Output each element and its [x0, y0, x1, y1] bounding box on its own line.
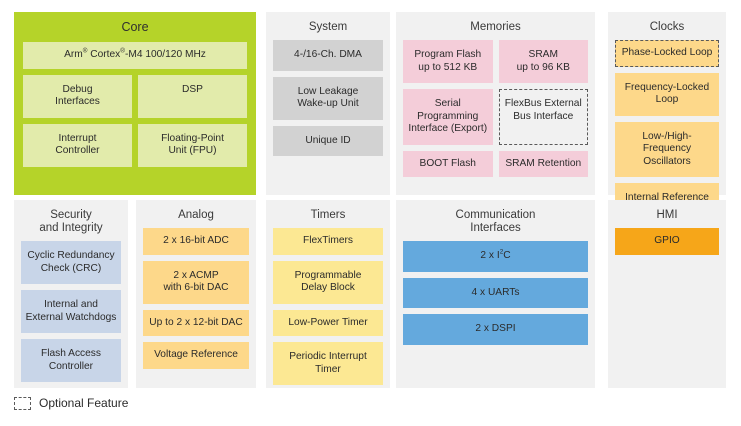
panel-communication-blocks: 2 x I2C 4 x UARTs 2 x DSPI [396, 241, 595, 345]
system-row-1: 4-/16-Ch. DMA [273, 40, 383, 71]
block-periodic-interrupt-timer[interactable]: Periodic Interrupt Timer [273, 342, 383, 385]
panel-security-blocks: Cyclic Redundancy Check (CRC) Internal a… [14, 241, 128, 382]
timers-row-2: Programmable Delay Block [273, 260, 383, 304]
panel-memories-blocks: Program Flash up to 512 KB SRAM up to 96… [396, 40, 595, 177]
panel-security-and-integrity[interactable]: Security and Integrity Cyclic Redundancy… [14, 200, 128, 388]
panel-hmi-blocks: GPIO [608, 228, 726, 255]
memories-row-3: BOOT Flash SRAM Retention [403, 150, 588, 177]
panel-system-title: System [308, 21, 348, 33]
panel-analog-blocks: 2 x 16-bit ADC 2 x ACMP with 6-bit DAC U… [136, 228, 256, 369]
block-gpio[interactable]: GPIO [615, 228, 719, 255]
memories-row-1: Program Flash up to 512 KB SRAM up to 96… [403, 40, 588, 83]
optional-feature-swatch-icon [14, 396, 31, 410]
panel-hmi-title: HMI [656, 209, 678, 221]
panel-memories-title: Memories [470, 21, 521, 33]
block-flextimers[interactable]: FlexTimers [273, 228, 383, 255]
block-unique-id[interactable]: Unique ID [273, 125, 383, 156]
panel-system-blocks: 4-/16-Ch. DMA Low Leakage Wake-up Unit U… [266, 40, 390, 156]
block-low-high-frequency-oscillators[interactable]: Low-/High- Frequency Oscillators [615, 121, 719, 177]
block-debug-interfaces[interactable]: Debug Interfaces [23, 74, 132, 118]
communication-row-3: 2 x DSPI [403, 314, 588, 345]
clocks-row-3: Low-/High- Frequency Oscillators [615, 121, 719, 177]
block-frequency-locked-loop[interactable]: Frequency-Locked Loop [615, 72, 719, 116]
block-dma[interactable]: 4-/16-Ch. DMA [273, 40, 383, 71]
panel-timers-title: Timers [310, 209, 346, 221]
block-floating-point-unit[interactable]: Floating-Point Unit (FPU) [138, 123, 247, 167]
panel-communication-interfaces[interactable]: Communication Interfaces 2 x I2C 4 x UAR… [396, 200, 595, 388]
block-internal-external-watchdogs[interactable]: Internal and External Watchdogs [21, 290, 121, 333]
security-row-3: Flash Access Controller [21, 339, 121, 382]
block-low-leakage-wakeup-unit[interactable]: Low Leakage Wake-up Unit [273, 76, 383, 120]
block-phase-locked-loop[interactable]: Phase-Locked Loop [615, 40, 719, 67]
core-row-2: Debug Interfaces DSP [23, 74, 247, 118]
analog-row-1: 2 x 16-bit ADC [143, 228, 249, 255]
panel-clocks[interactable]: Clocks Phase-Locked Loop Frequency-Locke… [608, 12, 726, 226]
communication-row-2: 4 x UARTs [403, 277, 588, 308]
memories-row-2: Serial Programming Interface (Export) Fl… [403, 89, 588, 145]
panel-core[interactable]: Core Arm® Cortex®-M4 100/120 MHz Debug I… [14, 12, 256, 195]
clocks-row-1: Phase-Locked Loop [615, 40, 719, 67]
panel-timers[interactable]: Timers FlexTimers Programmable Delay Blo… [266, 200, 390, 388]
block-i2c[interactable]: 2 x I2C [403, 241, 588, 272]
block-flexbus-external-bus-interface[interactable]: FlexBus External Bus Interface [498, 89, 588, 145]
clocks-row-2: Frequency-Locked Loop [615, 72, 719, 116]
block-serial-programming-interface[interactable]: Serial Programming Interface (Export) [403, 89, 493, 145]
panel-memories[interactable]: Memories Program Flash up to 512 KB SRAM… [396, 12, 595, 195]
block-cyclic-redundancy-check[interactable]: Cyclic Redundancy Check (CRC) [21, 241, 121, 284]
timers-row-4: Periodic Interrupt Timer [273, 342, 383, 385]
block-interrupt-controller[interactable]: Interrupt Controller [23, 123, 132, 167]
block-flash-access-controller[interactable]: Flash Access Controller [21, 339, 121, 382]
timers-row-3: Low-Power Timer [273, 309, 383, 336]
block-boot-flash[interactable]: BOOT Flash [403, 150, 493, 177]
analog-row-4: Voltage Reference [143, 342, 249, 369]
system-row-3: Unique ID [273, 125, 383, 156]
block-voltage-reference[interactable]: Voltage Reference [143, 342, 249, 369]
analog-row-3: Up to 2 x 12-bit DAC [143, 309, 249, 336]
block-arm-cortex-m4[interactable]: Arm® Cortex®-M4 100/120 MHz [23, 42, 247, 69]
panel-analog[interactable]: Analog 2 x 16-bit ADC 2 x ACMP with 6-bi… [136, 200, 256, 388]
panel-timers-blocks: FlexTimers Programmable Delay Block Low-… [266, 228, 390, 385]
block-programmable-delay-block[interactable]: Programmable Delay Block [273, 260, 383, 304]
communication-row-1: 2 x I2C [403, 241, 588, 272]
analog-row-2: 2 x ACMP with 6-bit DAC [143, 260, 249, 304]
panel-communication-title: Communication Interfaces [455, 209, 536, 234]
legend-label: Optional Feature [39, 396, 129, 410]
block-uarts[interactable]: 4 x UARTs [403, 277, 588, 308]
block-adc[interactable]: 2 x 16-bit ADC [143, 228, 249, 255]
panel-core-blocks: Arm® Cortex®-M4 100/120 MHz Debug Interf… [14, 42, 256, 167]
block-low-power-timer[interactable]: Low-Power Timer [273, 309, 383, 336]
security-row-2: Internal and External Watchdogs [21, 290, 121, 333]
panel-analog-title: Analog [178, 209, 214, 221]
block-sram[interactable]: SRAM up to 96 KB [498, 40, 588, 83]
block-dspi[interactable]: 2 x DSPI [403, 314, 588, 345]
block-sram-retention[interactable]: SRAM Retention [498, 150, 588, 177]
block-program-flash[interactable]: Program Flash up to 512 KB [403, 40, 493, 83]
block-12-bit-dac[interactable]: Up to 2 x 12-bit DAC [143, 309, 249, 336]
panel-security-title: Security and Integrity [39, 209, 103, 234]
system-row-2: Low Leakage Wake-up Unit [273, 76, 383, 120]
core-row-1: Arm® Cortex®-M4 100/120 MHz [23, 42, 247, 69]
block-acmp-with-dac[interactable]: 2 x ACMP with 6-bit DAC [143, 260, 249, 304]
security-row-1: Cyclic Redundancy Check (CRC) [21, 241, 121, 284]
panel-hmi[interactable]: HMI GPIO [608, 200, 726, 388]
panel-system[interactable]: System 4-/16-Ch. DMA Low Leakage Wake-up… [266, 12, 390, 195]
panel-clocks-title: Clocks [649, 21, 685, 33]
panel-core-title: Core [121, 20, 149, 34]
timers-row-1: FlexTimers [273, 228, 383, 255]
legend: Optional Feature [14, 396, 128, 410]
panel-clocks-blocks: Phase-Locked Loop Frequency-Locked Loop … [608, 40, 726, 226]
block-dsp[interactable]: DSP [138, 74, 247, 118]
hmi-row-1: GPIO [615, 228, 719, 255]
core-row-3: Interrupt Controller Floating-Point Unit… [23, 123, 247, 167]
